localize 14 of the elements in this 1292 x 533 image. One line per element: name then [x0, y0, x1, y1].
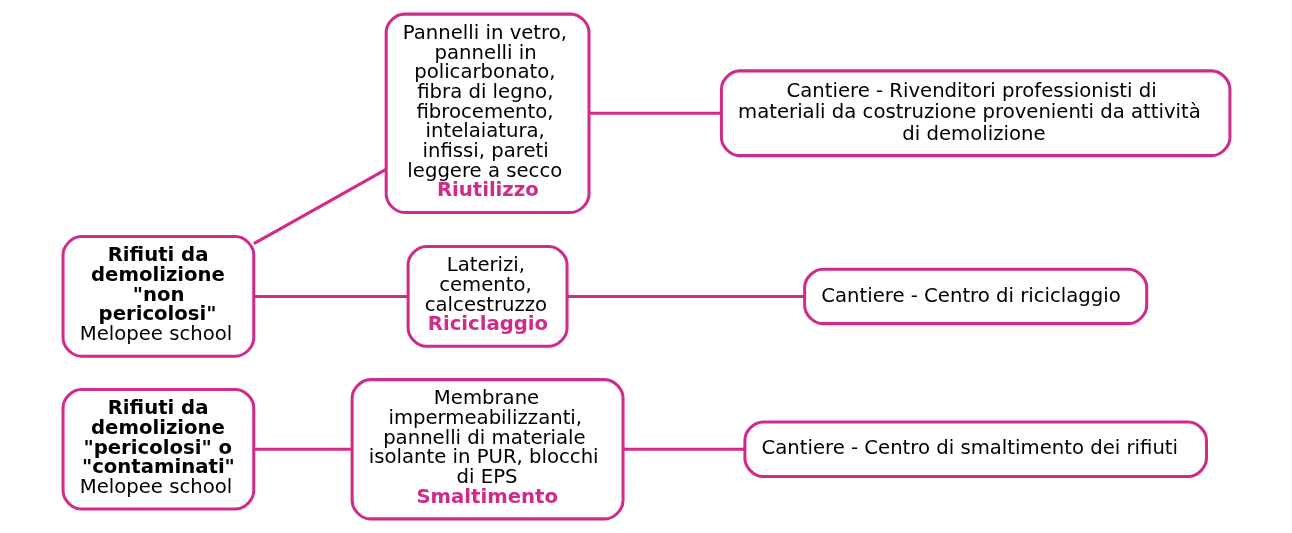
connector — [253, 447, 352, 451]
node-box: Laterizi, cemento, calcestruzzo Riciclaggio — [406, 244, 569, 348]
node-box: Rifiuti da demolizione "pericolosi" o "contaminati" Melopee school — [61, 387, 255, 511]
node-box: Cantiere - Centro di riciclaggio — [802, 267, 1148, 326]
connector — [253, 294, 408, 298]
connector — [588, 111, 721, 115]
connector — [252, 168, 387, 245]
node-box: Rifiuti da demolizione "non pericolosi" Melopee school — [61, 235, 255, 358]
connector — [567, 294, 804, 298]
node-box: Cantiere - Rivenditori professionisti di materiali da costruzione provenienti da attività di demolizione — [719, 69, 1231, 158]
connector — [623, 447, 744, 451]
node-box: Pannelli in vetro, pannelli in policarbonato, fibra di legno, fibrocemento, intelaiatura, infissi, pareti leggere a secco Riutilizzo — [384, 12, 590, 214]
node-box: Cantiere - Centro di smaltimento dei rifiuti — [742, 420, 1208, 478]
node-box: Membrane impermeabilizzanti, pannelli di materiale isolante in PUR, blocchi di EPS Smaltimento — [350, 378, 625, 521]
